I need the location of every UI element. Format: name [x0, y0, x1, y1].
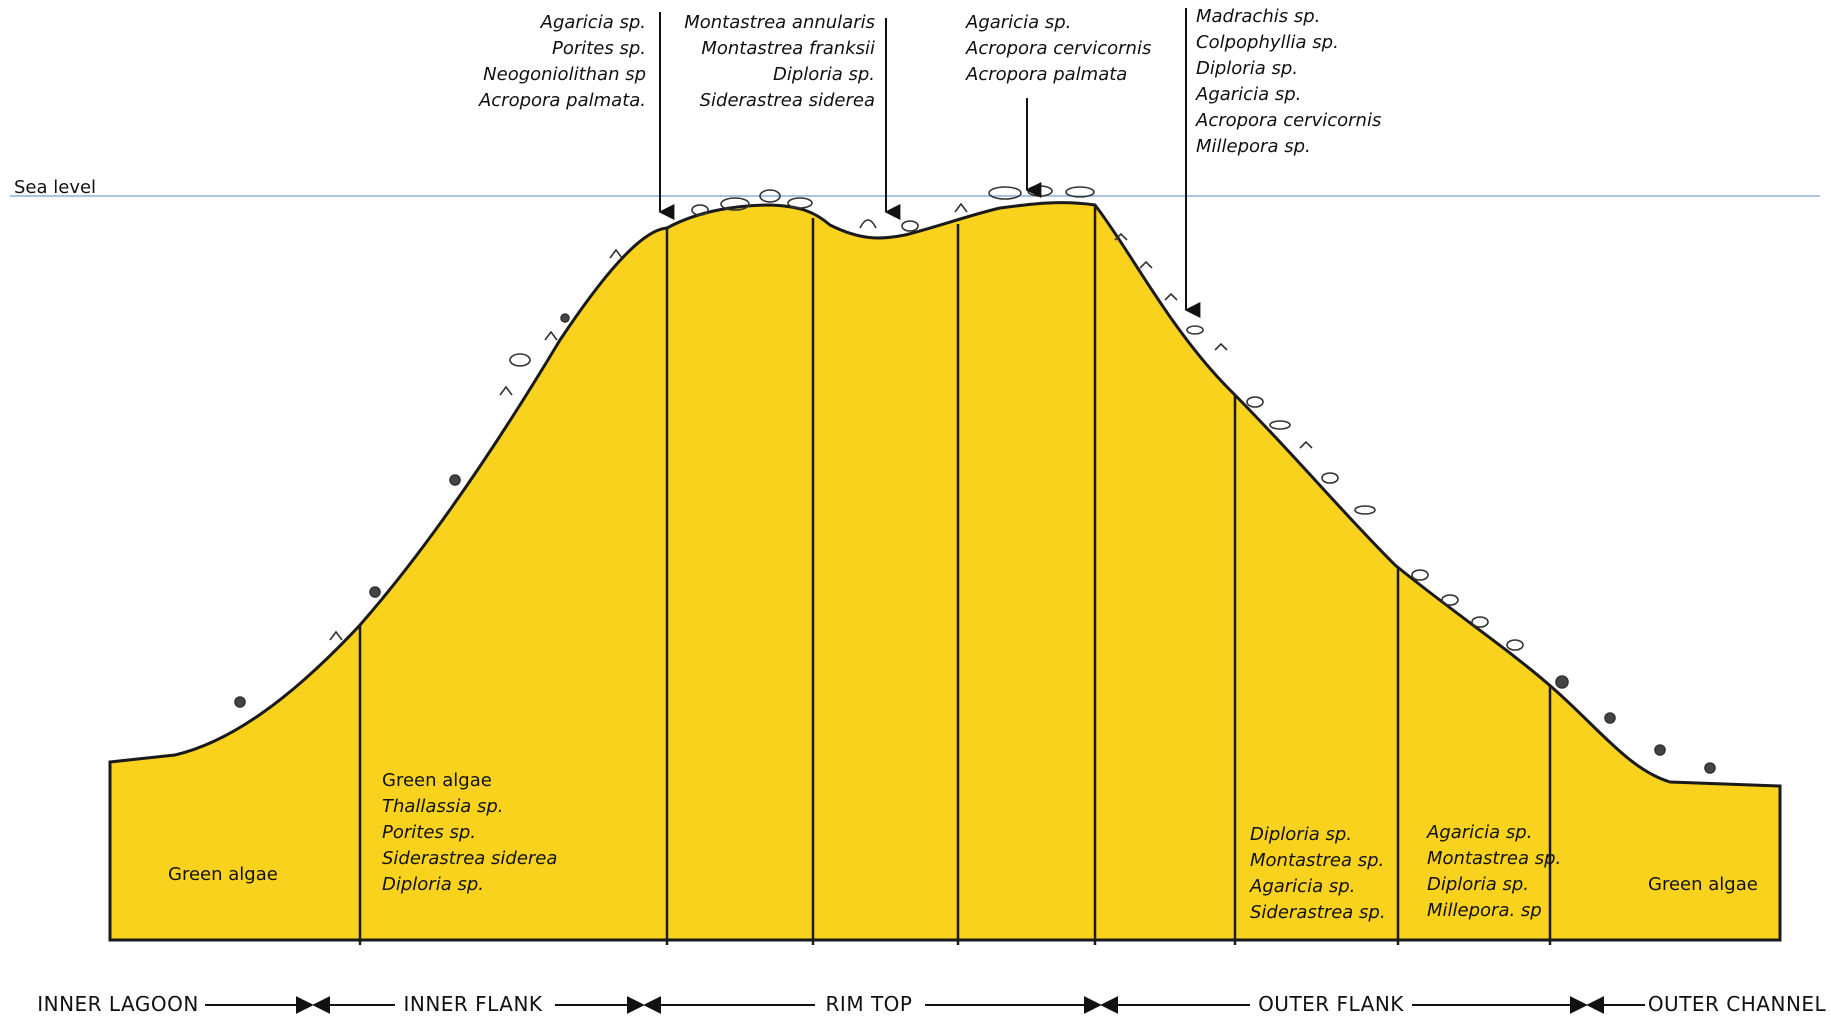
callout-4-line-5: Acropora cervicornis [1195, 110, 1381, 131]
svg-text:Diploria sp.: Diploria sp. [1250, 824, 1352, 845]
svg-text:Green algae: Green algae [382, 770, 492, 791]
outer-flank-b-line-4: Millepora. sp [1427, 900, 1542, 921]
svg-text:Siderastrea siderea: Siderastrea siderea [700, 90, 875, 111]
svg-text:Agaricia sp.: Agaricia sp. [540, 12, 646, 33]
outer-flank-b-line-3: Diploria sp. [1427, 874, 1529, 895]
callout-2-line-2: Montastrea franksii [701, 38, 875, 59]
sea-level-label: Sea level [14, 177, 96, 198]
svg-text:Madrachis sp.: Madrachis sp. [1196, 6, 1320, 27]
svg-text:Acropora cervicornis: Acropora cervicornis [1195, 110, 1381, 131]
callout-4-line-6: Millepora sp. [1196, 136, 1311, 157]
svg-text:Diploria sp.: Diploria sp. [382, 874, 484, 895]
callout-4-line-4: Agaricia sp. [1195, 84, 1301, 105]
callout-1-line-1: Agaricia sp. [540, 12, 646, 33]
outer-flank-b-line-2: Montastrea sp. [1427, 848, 1561, 869]
reef-body [108, 201, 1782, 942]
zone-outer-flank: OUTER FLANK [1258, 992, 1404, 1016]
inner-flank-species: Green algae Thallassia sp. Porites sp. S… [382, 770, 557, 895]
callout-2-line-1: Montastrea annularis [684, 12, 875, 33]
svg-text:Acropora palmata.: Acropora palmata. [478, 90, 646, 111]
svg-text:Agaricia sp.: Agaricia sp. [1249, 876, 1355, 897]
inner-flank-line-3: Porites sp. [382, 822, 476, 843]
svg-text:Agaricia sp.: Agaricia sp. [1426, 822, 1532, 843]
zone-rim-top: RIM TOP [826, 992, 913, 1016]
svg-text:Diploria sp.: Diploria sp. [773, 64, 875, 85]
callout-1-line-3: Neogoniolithan sp [483, 64, 646, 85]
coral-decorations [234, 185, 1716, 774]
outer-flank-a-line-4: Siderastrea sp. [1250, 902, 1386, 923]
svg-text:Montastrea sp.: Montastrea sp. [1427, 848, 1561, 869]
callout-3-line-1: Agaricia sp. [965, 12, 1071, 33]
callout-4-line-1: Madrachis sp. [1196, 6, 1320, 27]
callout-1-line-2: Porites sp. [552, 38, 646, 59]
callout-2: Montastrea annularis Montastrea franksii… [684, 12, 901, 220]
callout-4: Madrachis sp. Colpophyllia sp. Diploria … [1184, 6, 1381, 318]
svg-text:Diploria sp.: Diploria sp. [1427, 874, 1529, 895]
zone-outer-channel: OUTER CHANNEL [1648, 992, 1827, 1016]
outer-flank-a-line-2: Montastrea sp. [1250, 850, 1384, 871]
svg-text:Agaricia sp.: Agaricia sp. [965, 12, 1071, 33]
svg-text:Diploria sp.: Diploria sp. [1196, 58, 1298, 79]
outer-flank-b-line-1: Agaricia sp. [1426, 822, 1532, 843]
callout-4-line-3: Diploria sp. [1196, 58, 1298, 79]
callout-4-line-2: Colpophyllia sp. [1196, 32, 1339, 53]
inner-flank-line-5: Diploria sp. [382, 874, 484, 895]
outer-channel-label: Green algae [1648, 874, 1758, 895]
callout-1: Agaricia sp. Porites sp. Neogoniolithan … [478, 12, 675, 220]
svg-text:Colpophyllia sp.: Colpophyllia sp. [1196, 32, 1339, 53]
zone-labels: INNER LAGOON INNER FLANK RIM TOP OUTER F… [37, 992, 1826, 1016]
inner-flank-line-4: Siderastrea siderea [382, 848, 557, 869]
callout-3-line-2: Acropora cervicornis [965, 38, 1151, 59]
outer-flank-species-a: Diploria sp. Montastrea sp. Agaricia sp.… [1249, 824, 1386, 923]
svg-text:Thallassia sp.: Thallassia sp. [382, 796, 504, 817]
outer-flank-a-line-1: Diploria sp. [1250, 824, 1352, 845]
inner-lagoon-label: Green algae [168, 864, 278, 885]
callout-1-line-4: Acropora palmata. [478, 90, 646, 111]
inner-flank-line-1: Green algae [382, 770, 492, 791]
inner-flank-line-2: Thallassia sp. [382, 796, 504, 817]
svg-text:Agaricia sp.: Agaricia sp. [1195, 84, 1301, 105]
zone-inner-flank: INNER FLANK [403, 992, 542, 1016]
svg-text:Siderastrea sp.: Siderastrea sp. [1250, 902, 1386, 923]
svg-text:Millepora. sp: Millepora. sp [1427, 900, 1542, 921]
svg-text:Millepora sp.: Millepora sp. [1196, 136, 1311, 157]
zone-inner-lagoon: INNER LAGOON [37, 992, 199, 1016]
callout-3-line-3: Acropora palmata [965, 64, 1127, 85]
callout-3: Agaricia sp. Acropora cervicornis Acropo… [965, 12, 1151, 198]
outer-flank-a-line-3: Agaricia sp. [1249, 876, 1355, 897]
svg-text:Porites sp.: Porites sp. [552, 38, 646, 59]
callout-2-line-3: Diploria sp. [773, 64, 875, 85]
outer-flank-species-b: Agaricia sp. Montastrea sp. Diploria sp.… [1426, 822, 1561, 921]
svg-text:Neogoniolithan sp: Neogoniolithan sp [483, 64, 646, 85]
svg-text:Acropora palmata: Acropora palmata [965, 64, 1127, 85]
svg-text:Porites sp.: Porites sp. [382, 822, 476, 843]
svg-text:Montastrea franksii: Montastrea franksii [701, 38, 875, 59]
callout-2-line-4: Siderastrea siderea [700, 90, 875, 111]
svg-text:Montastrea annularis: Montastrea annularis [684, 12, 875, 33]
zone-dividers [358, 205, 1552, 945]
svg-text:Montastrea sp.: Montastrea sp. [1250, 850, 1384, 871]
svg-text:Acropora cervicornis: Acropora cervicornis [965, 38, 1151, 59]
svg-text:Siderastrea siderea: Siderastrea siderea [382, 848, 557, 869]
